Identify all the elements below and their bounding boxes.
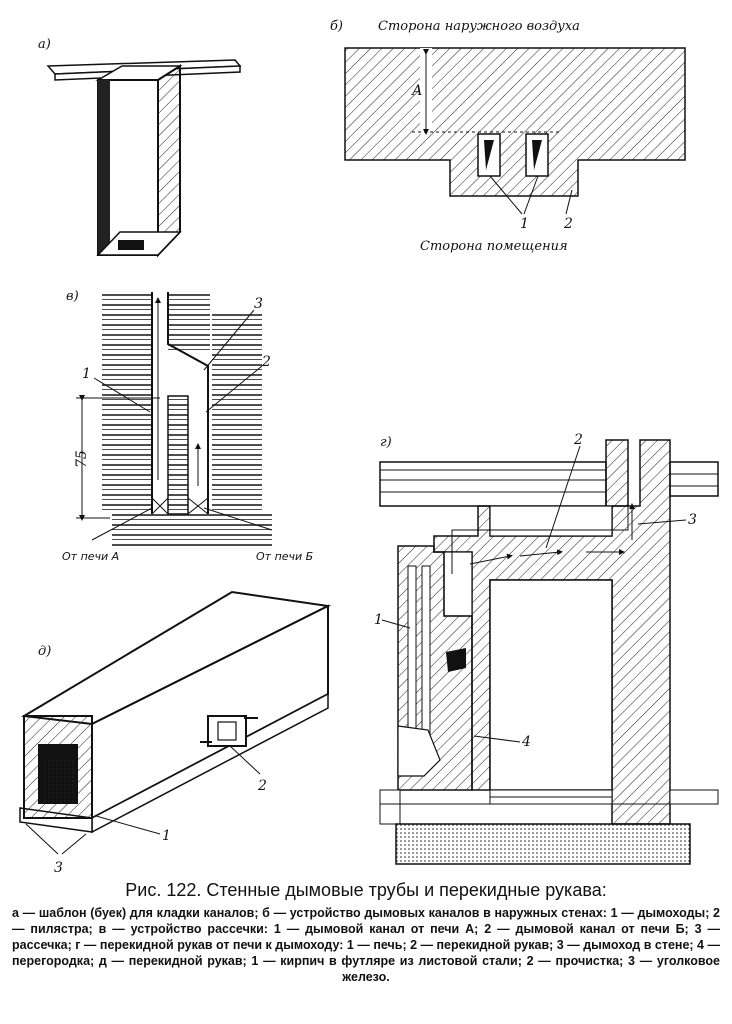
panel-v-partition: в) 75 1 2 3 От печи А От печи Б [62,289,313,563]
panel-d-callout-3: 3 [54,860,63,875]
panel-d-callout-2: 2 [257,778,267,794]
panel-g-callout-4: 4 [521,734,531,750]
figure-diagram: а) б) Сторона наружного воздуха А 1 2 Ст… [19,19,719,875]
caption-title: Рис. 122. Стенные дымовые трубы и переки… [125,880,607,900]
panel-v-dimension-label: 75 [74,450,90,468]
panel-b-exterior-side: Сторона наружного воздуха [378,19,580,34]
caption-body: а — шаблон (буек) для кладки каналов; б … [12,906,720,984]
panel-g-transfer-sleeve: г) 2 3 1 4 [374,432,719,865]
panel-v-letter: в) [66,289,79,304]
panel-g-callout-1: 1 [374,612,383,628]
panel-b-exterior-wall: б) Сторона наружного воздуха А 1 2 Сторо… [330,19,686,254]
panel-v-from-b: От печи Б [256,550,313,563]
panel-v-callout-1: 1 [82,366,91,382]
figure-caption: Рис. 122. Стенные дымовые трубы и переки… [12,880,720,985]
panel-a-template: а) [38,37,242,258]
panel-b-letter: б) [330,19,343,34]
panel-d-letter: д) [38,644,51,659]
panel-g-callout-2: 2 [573,432,583,448]
panel-v-from-a: От печи А [62,550,119,563]
panel-b-callout-2: 2 [563,216,573,232]
panel-b-callout-1: 1 [520,216,529,232]
panel-g-callout-3: 3 [688,512,697,528]
panel-a-letter: а) [38,37,51,52]
panel-d-sleeve: д) 2 1 3 [19,590,332,875]
panel-b-dimension-label: А [411,83,423,99]
panel-b-room-side: Сторона помещения [420,239,568,254]
panel-d-callout-1: 1 [162,828,171,844]
panel-v-callout-3: 3 [254,296,263,312]
panel-v-callout-2: 2 [261,354,271,370]
panel-g-letter: г) [380,435,392,450]
